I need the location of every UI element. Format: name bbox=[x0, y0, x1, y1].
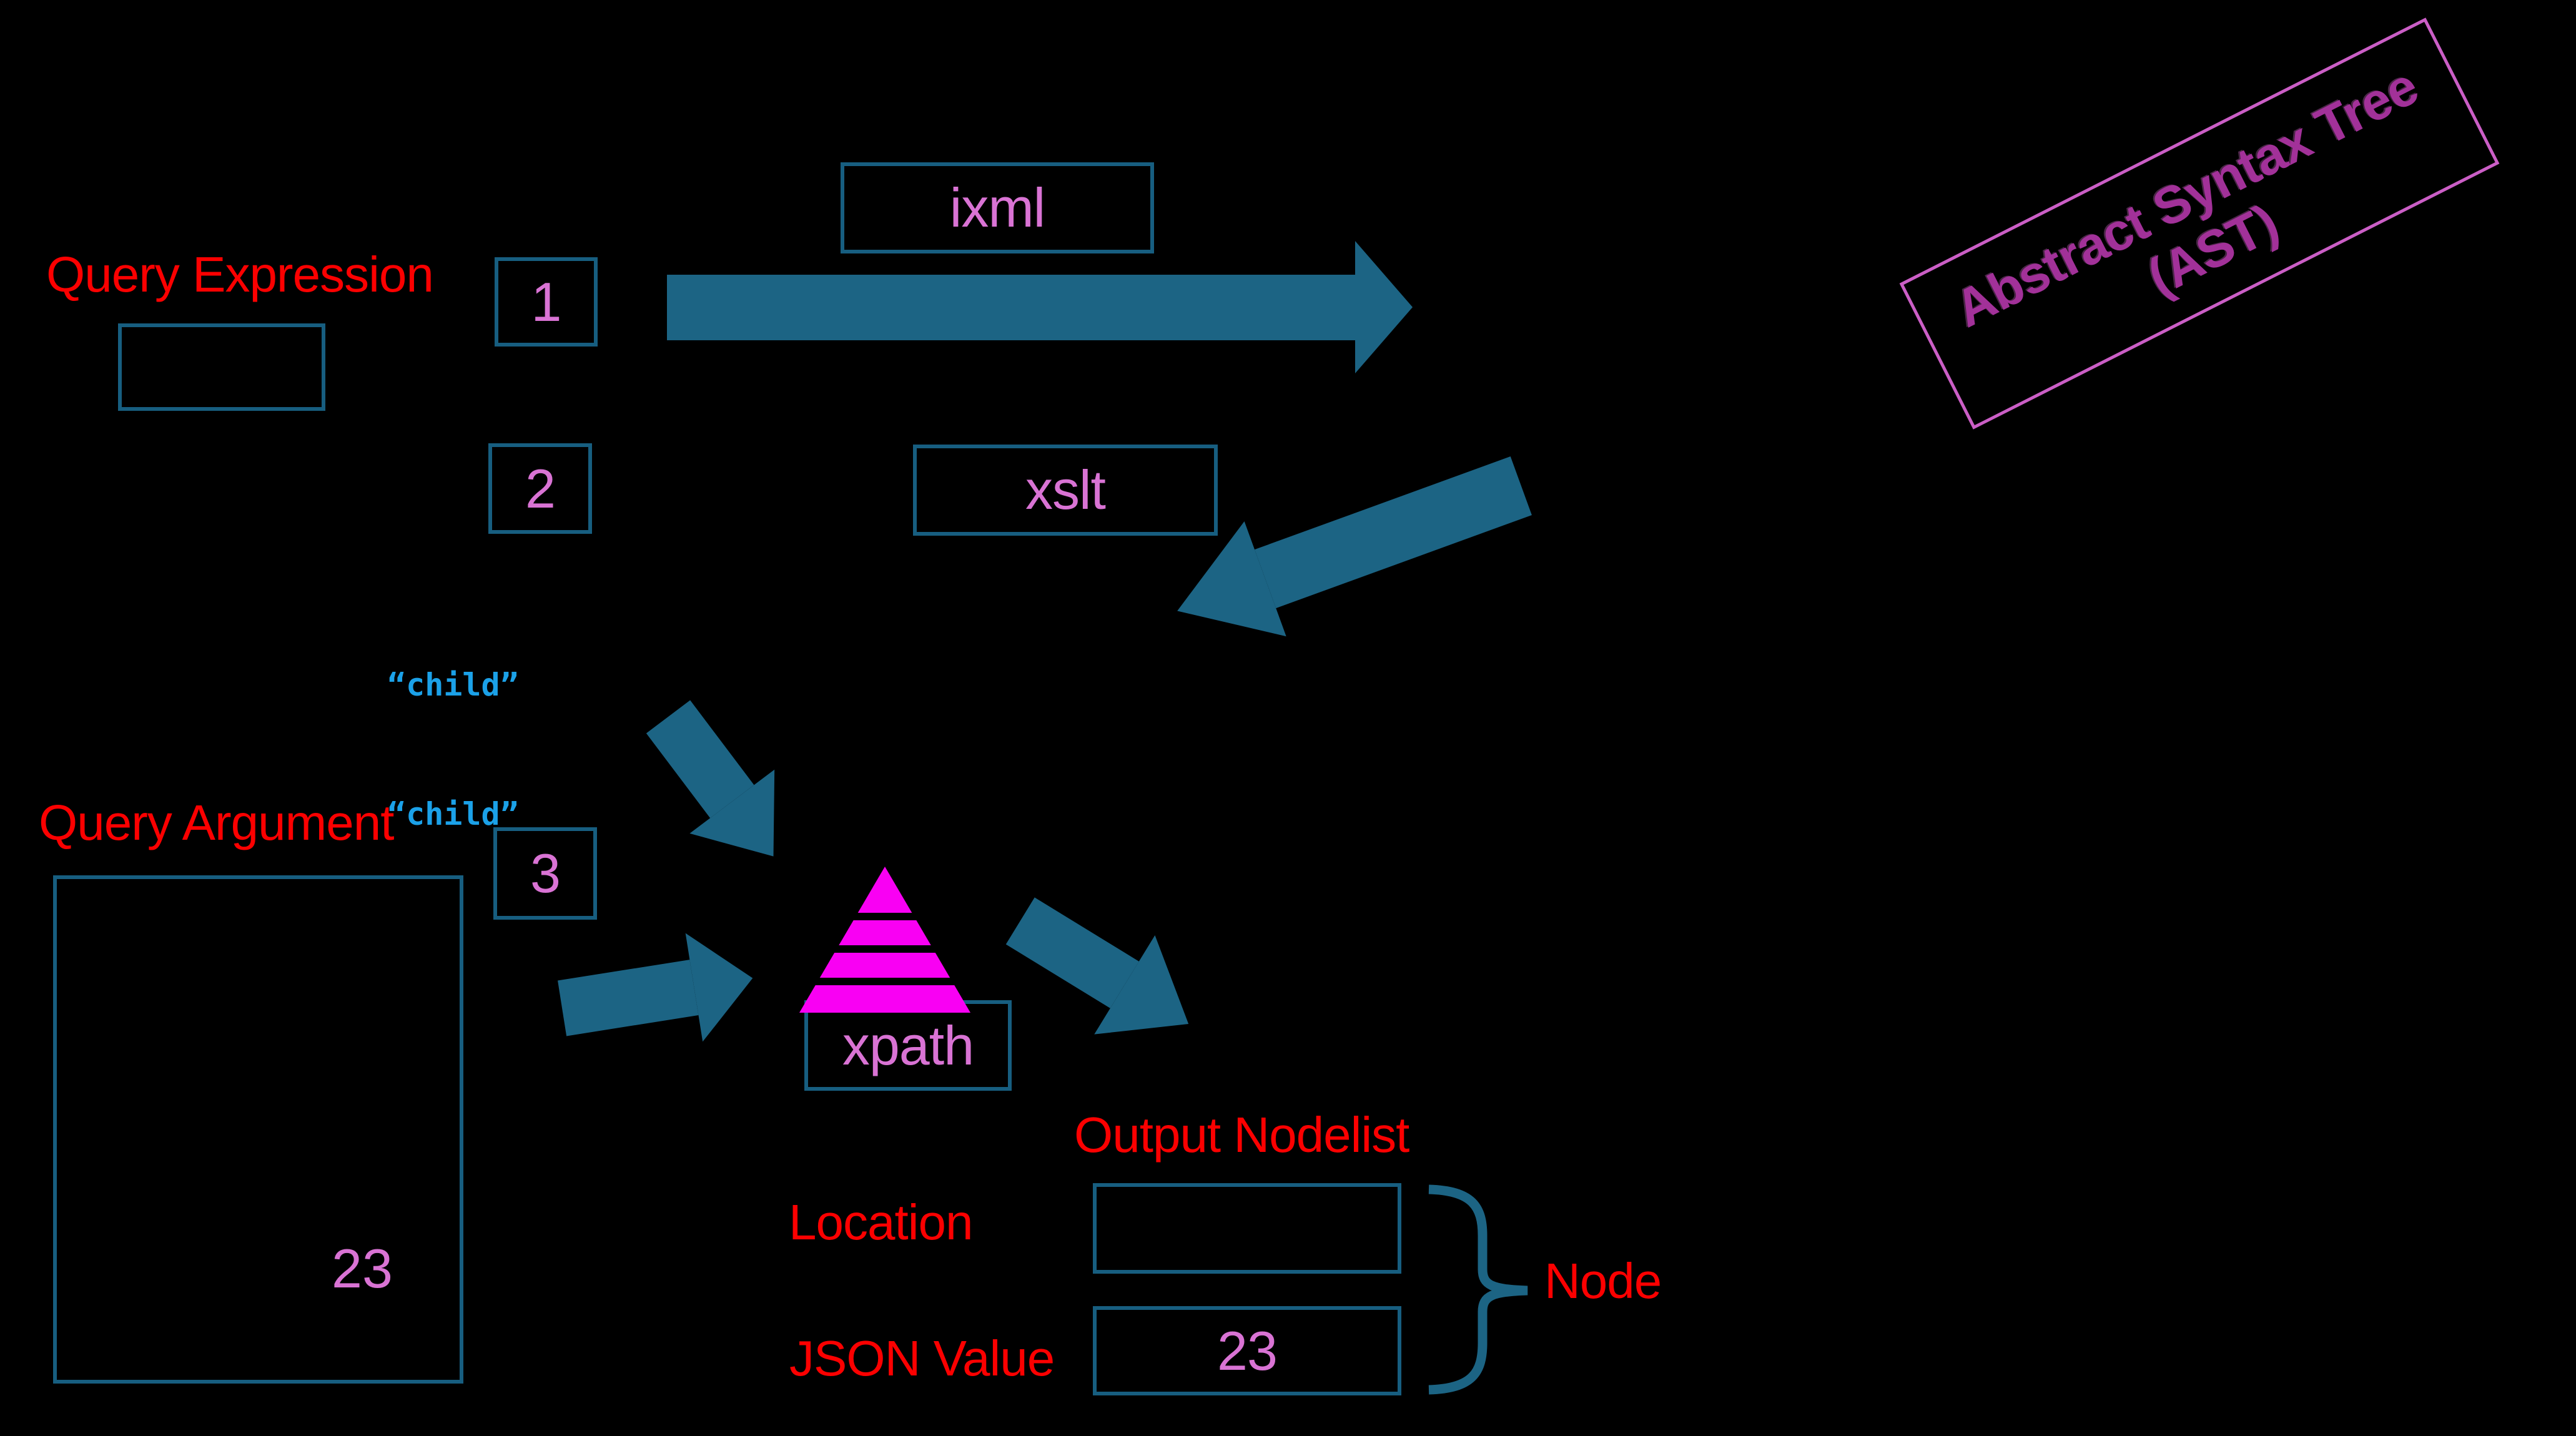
step-3-number: 3 bbox=[530, 842, 561, 904]
location-box bbox=[1093, 1183, 1401, 1274]
ast-sign: Abstract Syntax Tree (AST) bbox=[1899, 17, 2500, 430]
step-1-box: 1 bbox=[495, 257, 598, 347]
json-value-number: 23 bbox=[1217, 1319, 1278, 1382]
query-expression-box bbox=[118, 323, 325, 411]
xpath-box: xpath bbox=[804, 1000, 1012, 1091]
query-argument-box bbox=[53, 875, 463, 1384]
ixml-label: ixml bbox=[949, 177, 1045, 239]
child-code-block: “child” “child” bbox=[387, 578, 519, 879]
arrow-down-right-icon bbox=[990, 872, 1220, 1073]
output-nodelist-label: Output Nodelist bbox=[1074, 1107, 1409, 1163]
step-1-number: 1 bbox=[531, 270, 562, 333]
step-3-box: 3 bbox=[493, 827, 597, 920]
arrow-down-right-icon bbox=[626, 685, 816, 888]
xpath-label: xpath bbox=[842, 1014, 974, 1076]
json-value-label: JSON Value bbox=[789, 1330, 1055, 1386]
step-2-number: 2 bbox=[525, 457, 556, 519]
json-value-box: 23 bbox=[1093, 1306, 1401, 1395]
pyramid-icon bbox=[799, 867, 970, 1013]
step-2-box: 2 bbox=[488, 443, 592, 534]
child-code-line2: “child” bbox=[387, 796, 519, 832]
xslt-label: xslt bbox=[1025, 459, 1106, 521]
ast-sign-line1: Abstract Syntax Tree bbox=[1945, 56, 2427, 338]
query-argument-label: Query Argument bbox=[39, 795, 394, 850]
node-label: Node bbox=[1544, 1253, 1662, 1309]
child-code-line1: “child” bbox=[387, 667, 519, 703]
arrow-right-icon bbox=[667, 241, 1413, 373]
arrow-right-icon bbox=[553, 923, 761, 1062]
location-label: Location bbox=[789, 1194, 973, 1250]
query-argument-value: 23 bbox=[332, 1237, 393, 1299]
ixml-box: ixml bbox=[841, 162, 1154, 253]
xslt-box: xslt bbox=[913, 445, 1218, 536]
curly-brace-icon bbox=[1423, 1182, 1532, 1397]
query-expression-label: Query Expression bbox=[46, 247, 434, 302]
